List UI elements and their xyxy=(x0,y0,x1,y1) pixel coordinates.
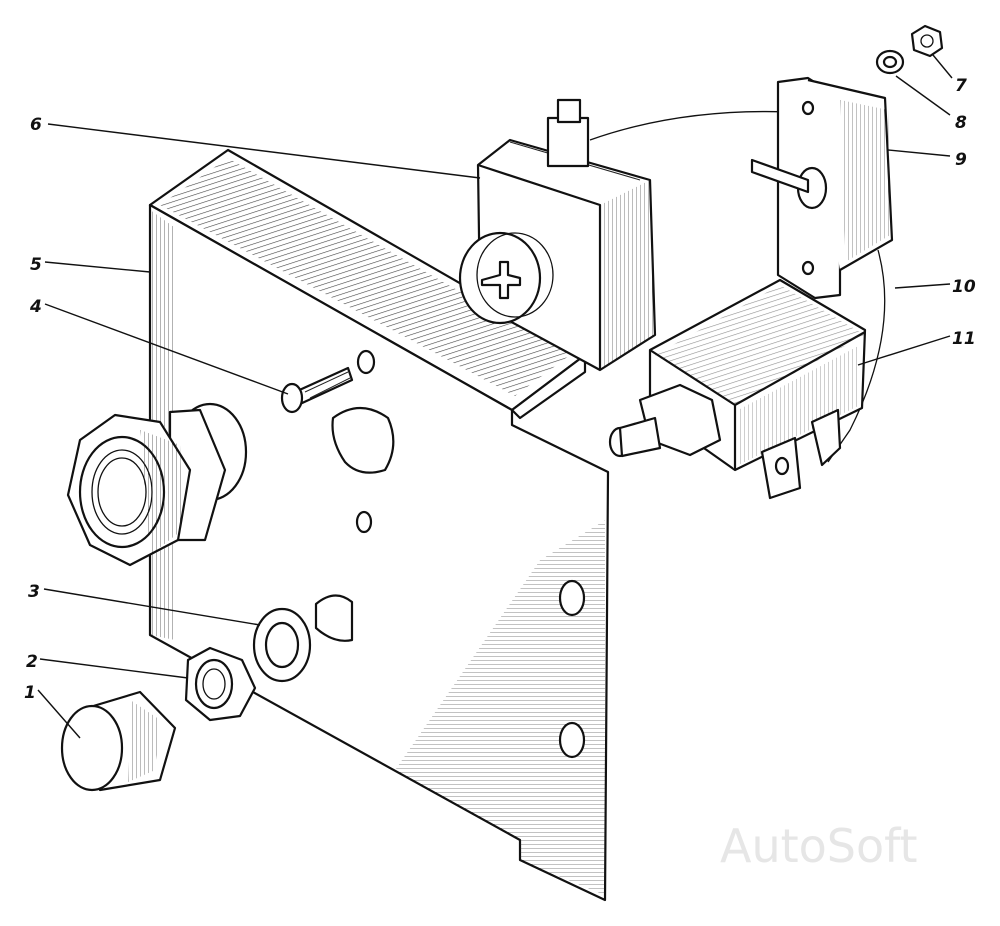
hex-nut xyxy=(184,646,257,722)
callout-1: 1 xyxy=(24,683,36,703)
button-cap xyxy=(60,690,177,792)
relay-block xyxy=(458,98,657,372)
small-washer xyxy=(875,49,905,75)
callout-5: 5 xyxy=(30,255,42,275)
push-button-switch xyxy=(608,278,867,500)
callout-7: 7 xyxy=(955,76,967,96)
screw xyxy=(280,366,354,414)
small-nut xyxy=(910,24,944,58)
callout-6: 6 xyxy=(30,115,42,135)
watermark-logo: AutoSoft xyxy=(720,819,918,873)
bracket-plate xyxy=(148,148,610,902)
threaded-bushing-assembly xyxy=(66,402,248,567)
callout-4: 4 xyxy=(29,297,42,317)
wire-10 xyxy=(827,249,886,463)
leader-lines xyxy=(37,54,953,739)
callout-11: 11 xyxy=(952,329,976,349)
toggle-switch xyxy=(750,76,894,300)
callout-10: 10 xyxy=(952,277,976,297)
callout-2: 2 xyxy=(26,652,38,672)
callout-3: 3 xyxy=(28,582,40,602)
callout-8: 8 xyxy=(955,113,967,133)
wire-top xyxy=(589,110,791,141)
washer xyxy=(252,607,312,683)
callout-9: 9 xyxy=(955,150,967,170)
callout-labels: 6 5 4 3 2 1 7 8 9 10 11 xyxy=(24,76,976,703)
